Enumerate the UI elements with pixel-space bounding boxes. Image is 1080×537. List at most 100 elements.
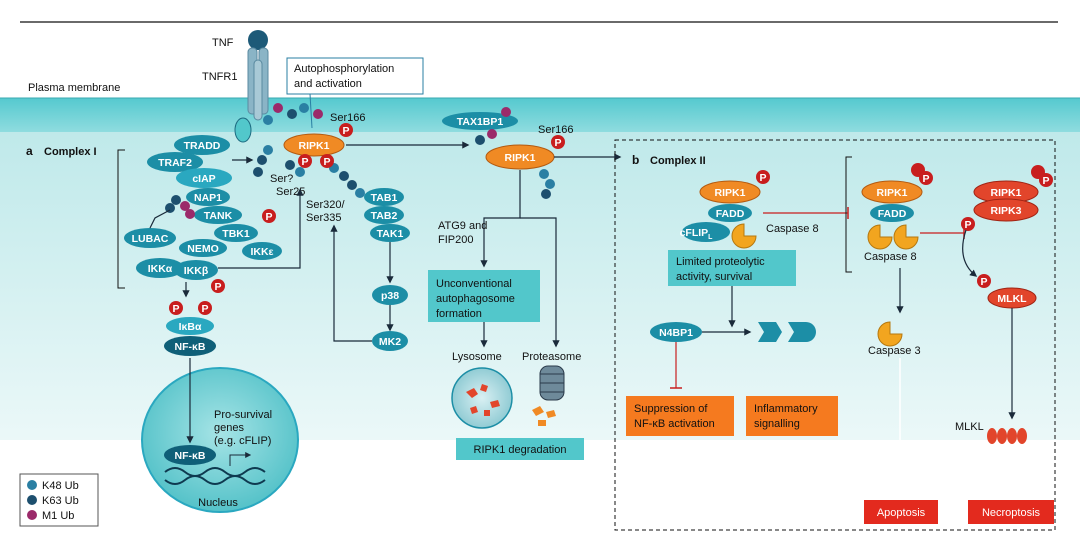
legend: K48 Ub K63 Ub M1 Ub: [19, 473, 99, 527]
complex-ii: RIPK1 P FADD cFLIPL Caspase 8 Limited pr…: [626, 170, 849, 436]
svg-text:Necroptosis: Necroptosis: [982, 507, 1041, 519]
svg-text:RIPK3: RIPK3: [991, 205, 1022, 217]
tax1bp1: TAX1BP1: [457, 116, 504, 128]
svg-text:MLKL: MLKL: [955, 421, 984, 433]
plasma-membrane-label: Plasma membrane: [28, 82, 120, 94]
svg-text:NEMO: NEMO: [187, 243, 219, 255]
tnf-label: TNF: [212, 37, 234, 49]
svg-text:P: P: [301, 156, 308, 168]
svg-text:P: P: [922, 173, 929, 185]
svg-text:FADD: FADD: [878, 208, 907, 220]
svg-text:FADD: FADD: [716, 208, 745, 220]
svg-text:P: P: [980, 276, 987, 288]
svg-text:Unconventional: Unconventional: [436, 278, 512, 290]
svg-text:Limited proteolytic: Limited proteolytic: [676, 256, 765, 268]
tnf-ligand-icon: [248, 30, 268, 50]
lysosome-icon: [451, 367, 513, 429]
panel-b-title: Complex II: [650, 155, 706, 167]
apoptosis-box: [864, 500, 938, 524]
svg-text:P: P: [554, 137, 561, 149]
svg-text:TBK1: TBK1: [222, 228, 250, 240]
svg-text:P: P: [201, 303, 208, 315]
svg-text:TRADD: TRADD: [184, 140, 221, 152]
svg-text:P: P: [342, 125, 349, 137]
svg-text:P: P: [172, 303, 179, 315]
svg-text:Caspase 8: Caspase 8: [864, 251, 917, 263]
svg-text:P: P: [323, 156, 330, 168]
svg-text:Proteasome: Proteasome: [522, 351, 581, 363]
necroptosis-box: [968, 500, 1054, 524]
nemo: [179, 239, 227, 257]
svg-text:ATG9 and: ATG9 and: [438, 220, 487, 232]
svg-text:K48 Ub: K48 Ub: [42, 480, 79, 492]
ser25-label: Ser25: [276, 186, 305, 198]
svg-text:M1 Ub: M1 Ub: [42, 510, 74, 522]
tradd: [174, 135, 230, 155]
svg-text:Caspase 8: Caspase 8: [766, 223, 819, 235]
proteasome-icon: [532, 365, 565, 426]
tbk1: [214, 224, 258, 242]
svg-text:IKKβ: IKKβ: [184, 265, 209, 277]
svg-text:P: P: [214, 281, 221, 293]
svg-text:RIPK1: RIPK1: [877, 187, 908, 199]
tab2: TAB2: [371, 210, 398, 222]
svg-text:NF-κB activation: NF-κB activation: [634, 418, 715, 430]
unconventional-box: [428, 270, 540, 322]
svg-text:RIPK1 degradation: RIPK1 degradation: [474, 444, 567, 456]
mlkl-pore-icon: [987, 428, 1027, 444]
autophos-callout: [286, 57, 424, 95]
svg-text:LUBAC: LUBAC: [132, 233, 169, 245]
complex-i: TRADD TRAF2 cIAP NAP1 TANK TBK1 IKKε LUB…: [124, 103, 365, 280]
svg-text:Caspase 3: Caspase 3: [868, 345, 921, 357]
ikba: IκBα: [179, 321, 202, 333]
tak1: TAK1: [377, 228, 404, 240]
nfkb: NF-κB: [175, 341, 206, 353]
death-pathways: RIPK1 P FADD Caspase 8 Caspase 3 RIPK1 R…: [861, 163, 1054, 524]
ikka: [136, 258, 184, 278]
p38: p38: [381, 290, 399, 302]
panel-b-letter: b: [632, 153, 639, 167]
lubac: [124, 228, 176, 248]
plasma-membrane-band: [0, 98, 1080, 132]
nucleus: [141, 367, 299, 513]
tank: [194, 206, 242, 224]
tab1: TAB1: [371, 192, 398, 204]
mk2: MK2: [379, 336, 401, 348]
svg-text:cFLIPL: cFLIPL: [680, 227, 714, 241]
nap1: [186, 188, 230, 206]
tak1-module: TAB1 TAB2 TAK1 p38 MK2: [330, 188, 410, 351]
svg-text:RIPK1: RIPK1: [991, 187, 1022, 199]
phospho-sites-complex-i: P P P P: [262, 123, 353, 223]
panel-b-frame: [614, 139, 1056, 531]
svg-text:activity, survival: activity, survival: [676, 271, 752, 283]
svg-text:Ser166: Ser166: [538, 124, 573, 136]
svg-text:TRAF2: TRAF2: [158, 157, 192, 169]
svg-text:FIP200: FIP200: [438, 234, 473, 246]
svg-text:TANK: TANK: [204, 210, 233, 222]
svg-text:P: P: [1042, 175, 1049, 187]
svg-text:autophagosome: autophagosome: [436, 293, 515, 305]
tnfr1-label: TNFR1: [202, 71, 237, 83]
svg-text:K63 Ub: K63 Ub: [42, 495, 79, 507]
autophos-line1: Autophosphorylation: [294, 63, 394, 75]
ikkb: [174, 260, 218, 280]
nucleus-label: Nucleus: [198, 497, 238, 509]
svg-text:IKKα: IKKα: [148, 263, 173, 275]
ser335-label: Ser335: [306, 212, 341, 224]
svg-text:Apoptosis: Apoptosis: [877, 507, 926, 519]
n4bp1: N4BP1: [659, 327, 693, 339]
ripk1-degradation-box: [456, 438, 584, 460]
ser320-label: Ser320/: [306, 199, 345, 211]
svg-text:signalling: signalling: [754, 418, 800, 430]
svg-text:P: P: [759, 172, 766, 184]
svg-text:P: P: [265, 211, 272, 223]
svg-text:cIAP: cIAP: [192, 173, 215, 185]
svg-text:Lysosome: Lysosome: [452, 351, 502, 363]
k48-swatch: [27, 480, 37, 490]
svg-text:Pro-survival: Pro-survival: [214, 409, 272, 421]
svg-text:P: P: [964, 219, 971, 231]
panel-a-letter: a: [26, 144, 33, 158]
svg-text:genes: genes: [214, 422, 244, 434]
ikke: [242, 242, 282, 260]
panel-a-title: Complex I: [44, 146, 97, 158]
